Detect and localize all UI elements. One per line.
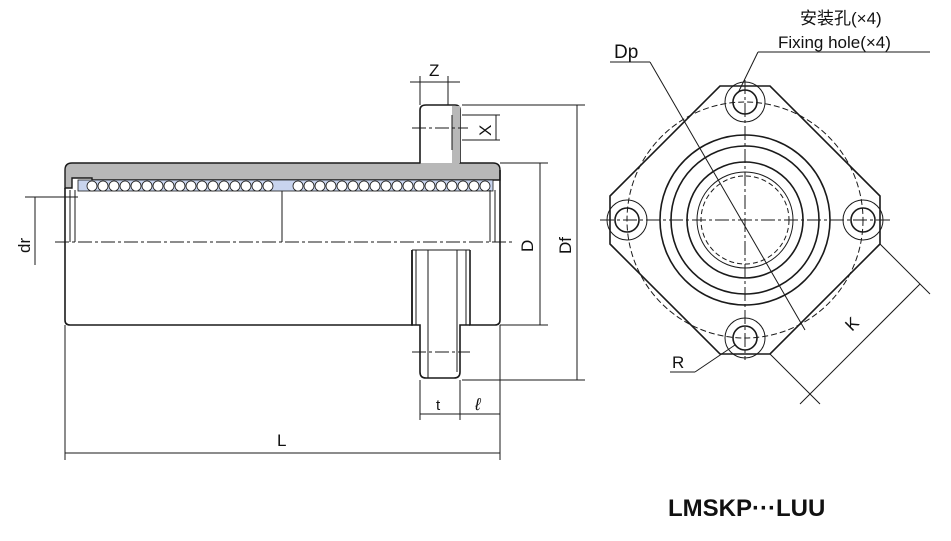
ball	[380, 180, 392, 192]
ball	[468, 180, 480, 192]
label-t: t	[436, 397, 441, 414]
ball	[424, 180, 436, 192]
ball	[130, 180, 142, 192]
label-dp: Dp	[614, 42, 638, 63]
ball	[303, 180, 315, 192]
label-df: Df	[556, 237, 575, 254]
ball	[218, 180, 230, 192]
ball	[457, 180, 469, 192]
ball	[446, 180, 458, 192]
ball	[141, 180, 153, 192]
body-outline	[64, 170, 501, 326]
ball	[435, 180, 447, 192]
leader-lines	[610, 51, 931, 405]
label-d: D	[518, 240, 537, 252]
ball	[251, 180, 263, 192]
label-z: Z	[429, 61, 439, 80]
ball	[163, 180, 175, 192]
label-x: X	[476, 125, 495, 136]
ball	[347, 180, 359, 192]
centerlines-front	[600, 80, 890, 360]
ball	[358, 180, 370, 192]
ball	[240, 180, 252, 192]
ball	[402, 180, 414, 192]
ball	[119, 180, 131, 192]
label-r: R	[672, 353, 684, 372]
ball	[174, 180, 186, 192]
ball	[152, 180, 164, 192]
ball	[185, 180, 197, 192]
label-L: L	[277, 431, 286, 450]
side-view: Z X D Df dr t ℓ L	[15, 61, 585, 460]
ball	[86, 180, 98, 192]
retainer	[77, 179, 494, 192]
flange-bottom	[411, 250, 470, 379]
model-name: LMSKP···LUU	[668, 495, 825, 522]
ball	[391, 180, 403, 192]
ball	[229, 180, 241, 192]
label-l: ℓ	[474, 395, 481, 414]
label-dr: dr	[15, 238, 34, 253]
ball	[108, 180, 120, 192]
ball	[325, 180, 337, 192]
ball	[336, 180, 348, 192]
ball-row	[86, 180, 491, 192]
label-k: K	[841, 313, 863, 335]
ball	[262, 180, 274, 192]
ball	[196, 180, 208, 192]
ball	[479, 180, 491, 192]
ball	[292, 180, 304, 192]
fixing-hole-label-en: Fixing hole(×4)	[778, 33, 891, 52]
ball	[314, 180, 326, 192]
ball	[413, 180, 425, 192]
dimension-lines	[25, 76, 585, 460]
front-view: 安装孔(×4) Fixing hole(×4) Dp R K	[600, 9, 931, 405]
fixing-hole-label-cn: 安装孔(×4)	[800, 9, 882, 28]
ball	[369, 180, 381, 192]
ball	[207, 180, 219, 192]
ball	[97, 180, 109, 192]
